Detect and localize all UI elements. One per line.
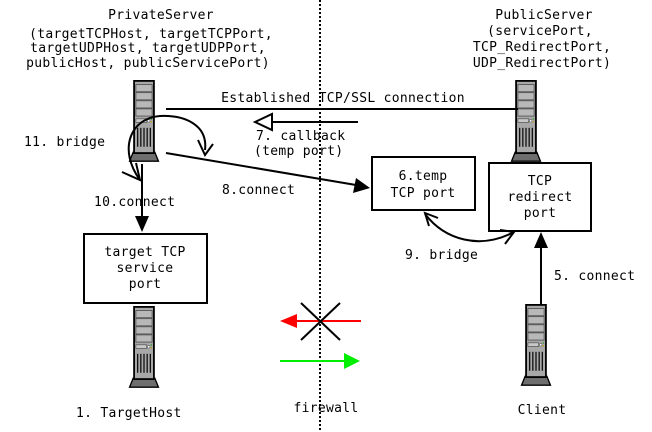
- svg-text:TCP: TCP: [528, 174, 552, 189]
- svg-text:service: service: [117, 261, 174, 276]
- private-server-param-line: publicHost, publicServicePort): [26, 56, 270, 71]
- svg-text:port: port: [524, 206, 557, 221]
- connect-10-label: 10.connect: [94, 195, 175, 210]
- callback-label: 7. callback: [256, 129, 345, 144]
- public-server-header: PublicServer (servicePort, TCP_RedirectP…: [473, 8, 611, 71]
- allowed-direction-icon: [280, 353, 360, 369]
- connect-8-arrow: [165, 152, 370, 193]
- target-host-label: 1. TargetHost: [76, 406, 182, 421]
- private-server-header: PrivateServer (targetTCPHost, targetTCPP…: [26, 8, 273, 71]
- client-label: Client: [518, 403, 567, 418]
- public-server-param-line: (servicePort,: [487, 24, 593, 39]
- connect-5-arrow: [534, 232, 548, 304]
- bridge-9-label: 9. bridge: [405, 248, 478, 263]
- public-server-param-line: UDP_RedirectPort): [473, 56, 611, 71]
- target-host-server-icon: [128, 306, 160, 389]
- established-connection-label: Established TCP/SSL connection: [221, 91, 465, 106]
- firewall-label: firewall: [293, 401, 358, 416]
- blocked-direction-icon: [280, 302, 361, 341]
- tcp-redirect-port-box: TCP redirect port: [488, 162, 592, 232]
- private-server-param-line: (targetTCPHost, targetTCPPort,: [29, 27, 273, 42]
- temp-tcp-port-box: 6.temp TCP port: [371, 156, 476, 211]
- svg-text:6.temp: 6.temp: [399, 169, 448, 184]
- callback-arrow: [252, 112, 358, 132]
- public-server-param-line: TCP_RedirectPort,: [473, 40, 611, 55]
- private-server-title: PrivateServer: [108, 8, 214, 23]
- bridge-9-arc: [423, 211, 516, 245]
- bridge-11-arc: [121, 114, 214, 182]
- svg-text:target TCP: target TCP: [104, 245, 185, 260]
- bridge-11-label: 11. bridge: [24, 135, 105, 150]
- private-server-param-line: targetUDPHost, targetUDPPort,: [30, 41, 266, 56]
- connect-5-label: 5. connect: [554, 269, 635, 284]
- callback-label: (temp port): [254, 144, 343, 159]
- client-server-icon: [520, 304, 552, 387]
- connect-8-label: 8.connect: [222, 183, 295, 198]
- svg-text:redirect: redirect: [507, 190, 572, 205]
- public-server-icon: [510, 80, 542, 163]
- connect-10-arrow: [135, 164, 149, 232]
- svg-text:port: port: [129, 277, 162, 292]
- public-server-title: PublicServer: [495, 8, 593, 23]
- svg-text:TCP port: TCP port: [390, 186, 455, 201]
- target-tcp-service-port-box: target TCP service port: [83, 233, 208, 304]
